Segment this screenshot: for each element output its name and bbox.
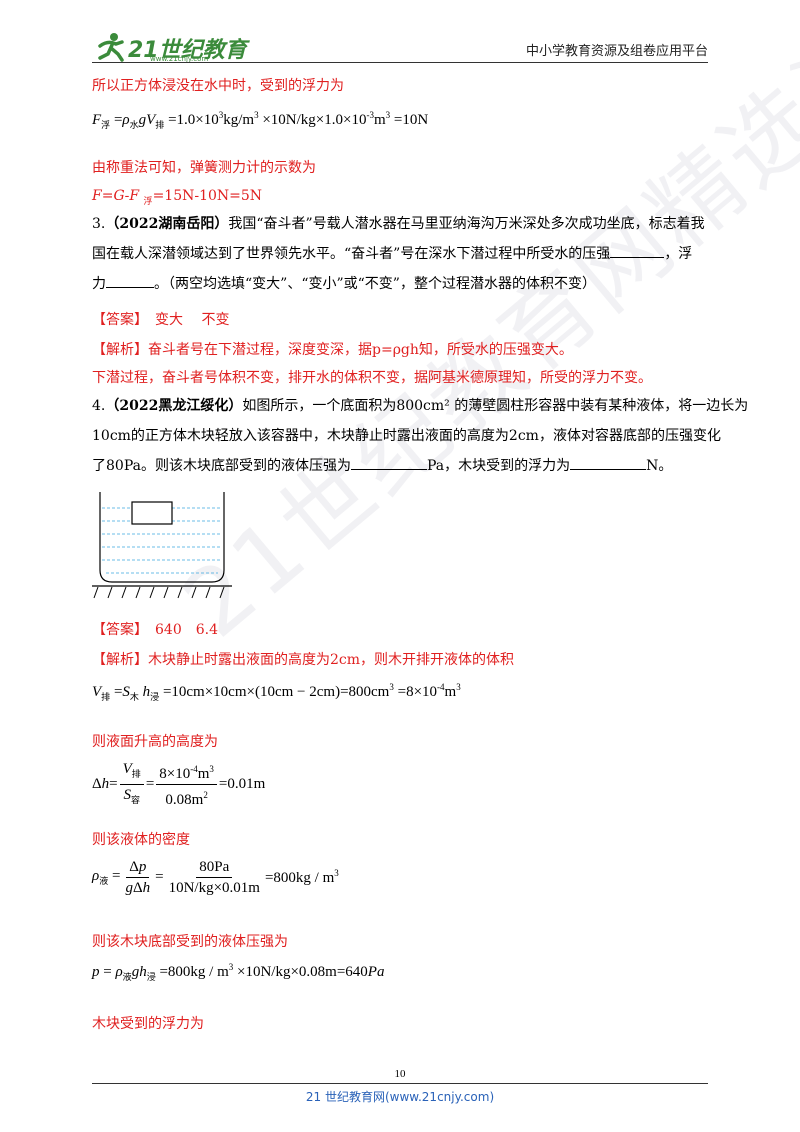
question-text: 我国“奋斗者”号载人潜水器在马里亚纳海沟万米深处多次成功坐底，标志着我 — [228, 216, 705, 232]
answer-3: 【答案】 变大 不变 — [92, 310, 229, 330]
question-text: 国在载人深潜领域达到了世界领先水平。“奋斗者”号在深水下潜过程中所受水的压强 — [92, 246, 611, 262]
answer-4: 【答案】 640 6.4 — [92, 620, 218, 640]
question-3-line-2: 国在载人深潜领域达到了世界领先水平。“奋斗者”号在深水下潜过程中所受水的压强 ，浮 — [92, 244, 692, 264]
question-text: Pa，木块受到的浮力为 — [426, 458, 571, 474]
question-number: 4. — [92, 398, 106, 414]
ground-hatching — [93, 586, 225, 599]
equation-buoyancy-1: F浮 =ρ水gV排 =1.0×103kg/m3 ×10N/kg×1.0×10-3… — [92, 110, 429, 130]
container-diagram — [92, 492, 232, 599]
footer-divider — [92, 1083, 708, 1084]
text-line: 木块受到的浮力为 — [92, 1016, 204, 1032]
question-text: N。 — [646, 458, 673, 474]
text-line: 则该木块底部受到的液体压强为 — [92, 934, 288, 950]
text-line: 由称重法可知，弹簧测力计的示数为 — [92, 160, 316, 176]
question-text: 了80Pa。则该木块底部受到的液体压强为 — [92, 458, 351, 474]
question-3-line-3: 力 。（两空均选填“变大”、“变小”或“不变”，整个过程潜水器的体积不变） — [92, 274, 596, 294]
question-text: 如图所示，一个底面积为800cm² 的薄壁圆柱形容器中装有某种液体，将一边长为 — [242, 398, 749, 414]
answer-blank-2 — [106, 287, 154, 288]
equation-displaced-volume: V排 =S木 h浸 =10cm×10cm×(10cm − 2cm)=800cm3… — [92, 682, 461, 702]
analysis-label: 【解析】 — [92, 342, 148, 358]
answer-label: 【答案】 — [92, 312, 141, 328]
watermark: 21世纪教育网精选资料 — [163, 0, 800, 659]
runner-logo-icon — [98, 33, 124, 62]
logo-text: 21世纪教育 — [128, 38, 247, 63]
text-line: 则该液体的密度 — [92, 832, 190, 848]
question-text: 。（两空均选填“变大”、“变小”或“不变”，整个过程潜水器的体积不变） — [154, 276, 596, 292]
text-line: 则液面升高的高度为 — [92, 734, 218, 750]
platform-name: 中小学教育资源及组卷应用平台 — [525, 44, 708, 59]
answer-label: 【答案】 — [92, 622, 141, 638]
analysis-3-line-2: 下潜过程，奋斗者号体积不变，排开水的体积不变，据阿基米德原理知，所受的浮力不变。 — [92, 370, 652, 386]
answer-blank-4 — [570, 469, 647, 470]
text-line: 所以正方体浸没在水中时，受到的浮力为 — [92, 78, 344, 94]
question-4-line-1: 4.（2022黑龙江绥化）如图所示，一个底面积为800cm² 的薄壁圆柱形容器中… — [92, 396, 748, 416]
footer-site: 21 世纪教育网(www.21cnjy.com) — [305, 1090, 495, 1104]
logo-url: www.21cnjy.com — [150, 55, 209, 63]
question-4-line-2: 10cm的正方体木块轻放入该容器中，木块静止时露出液面的高度为2cm，液体对容器… — [92, 428, 721, 444]
text-line: F=G-F 浮=15N-10N=5N — [92, 188, 263, 207]
question-text: ，浮 — [664, 246, 693, 262]
question-source: （2022湖南岳阳） — [105, 216, 229, 232]
analysis-4-line-1: 【解析】木块静止时露出液面的高度为2cm，则木开排开液体的体积 — [92, 650, 514, 670]
question-4-line-3: 了80Pa。则该木块底部受到的液体压强为 Pa，木块受到的浮力为 N。 — [92, 456, 672, 476]
question-text: 力 — [92, 276, 106, 292]
equation-pressure: p = ρ液gh浸 =800kg / m3 ×10N/kg×0.08m=640P… — [92, 962, 385, 982]
site-logo: 21世纪教育 www.21cnjy.com — [92, 32, 252, 63]
wood-block — [131, 501, 173, 525]
question-source: （2022黑龙江绥化） — [105, 398, 243, 414]
container-wall — [99, 492, 225, 583]
header-divider — [92, 62, 708, 63]
analysis-3-line-1: 【解析】奋斗者号在下潜过程，深度变深，据p=ρgh知，所受水的压强变大。 — [92, 340, 573, 360]
answer-blank-1 — [610, 257, 665, 258]
question-3-line-1: 3.（2022湖南岳阳）我国“奋斗者”号载人潜水器在马里亚纳海沟万米深处多次成功… — [92, 214, 705, 234]
answer-value: 640 6.4 — [155, 622, 218, 638]
analysis-text: 奋斗者号在下潜过程，深度变深，据p=ρgh知，所受水的压强变大。 — [148, 342, 573, 358]
page-number: 10 — [394, 1068, 406, 1080]
answer-blank-3 — [350, 469, 427, 470]
answer-value: 变大 不变 — [155, 312, 230, 328]
analysis-label: 【解析】 — [92, 652, 148, 668]
question-number: 3. — [92, 216, 106, 232]
analysis-text: 木块静止时露出液面的高度为2cm，则木开排开液体的体积 — [148, 652, 515, 668]
